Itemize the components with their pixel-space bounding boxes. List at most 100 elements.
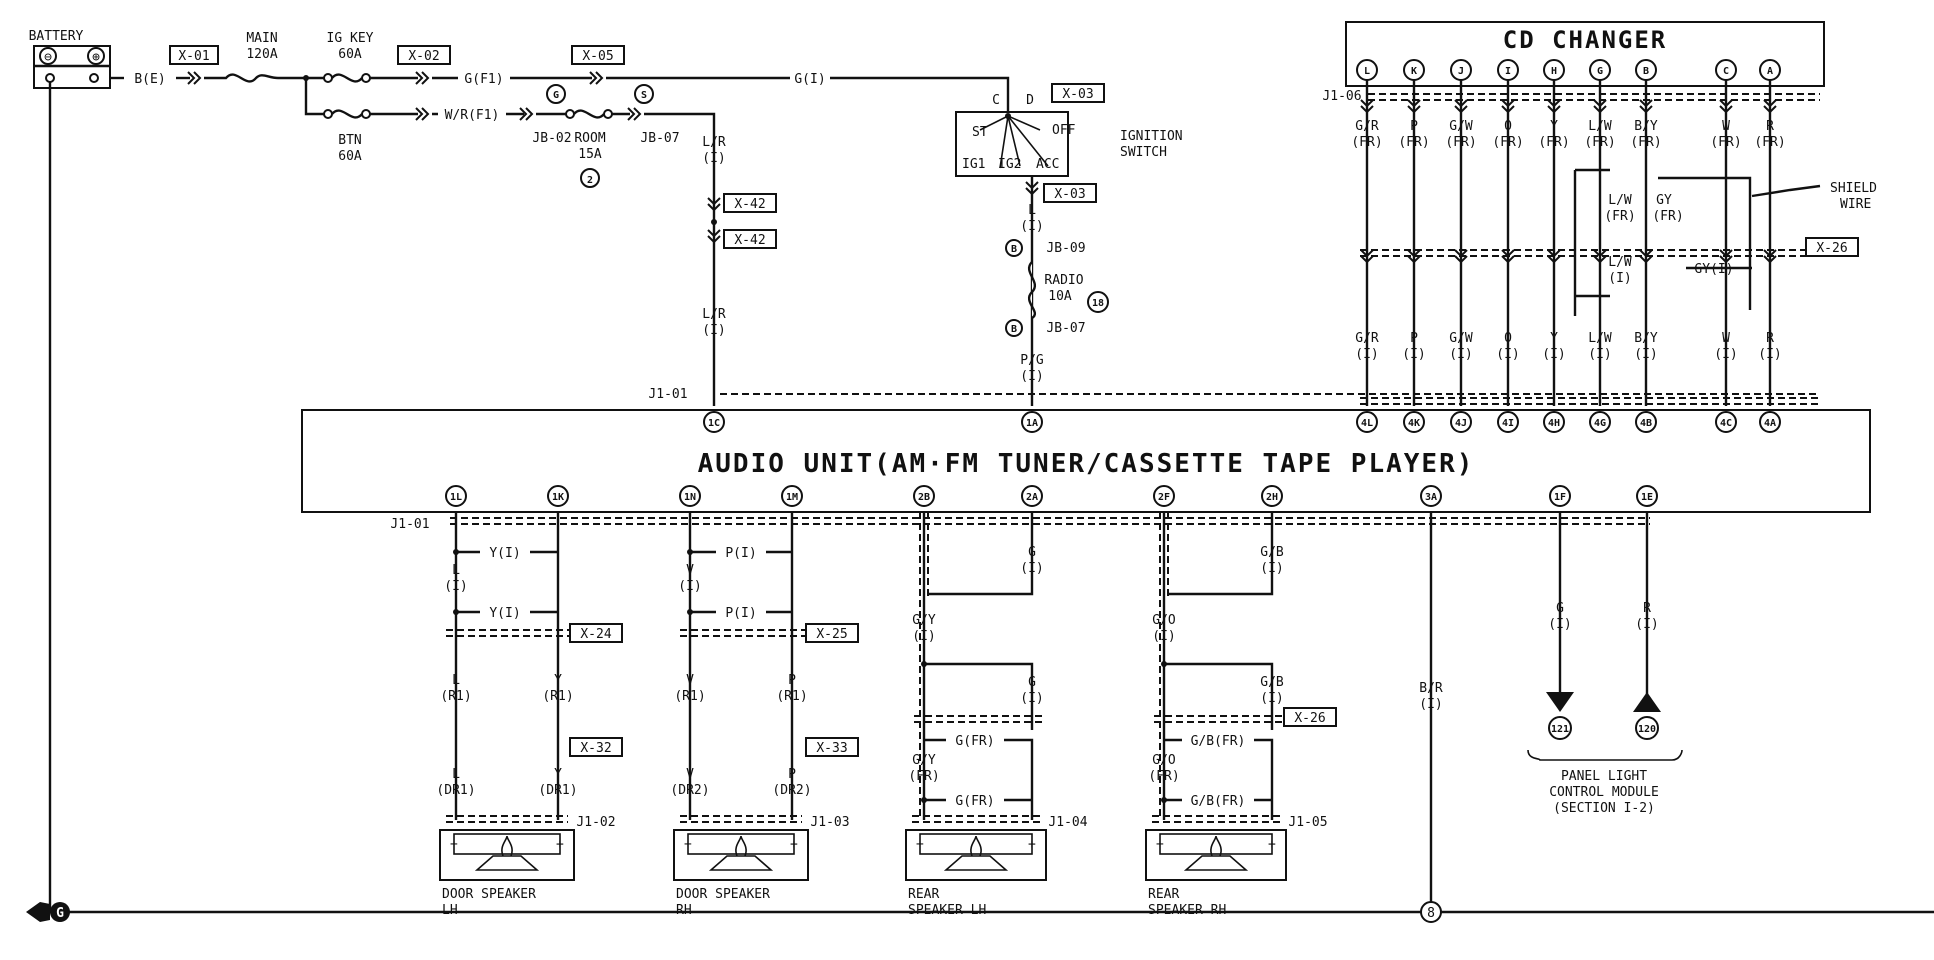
wire-ign-l: L: [1028, 203, 1036, 218]
wire-y-dr1: Y: [554, 767, 562, 782]
wire-gb-i-1: G/B: [1260, 545, 1284, 560]
cd-mid-lw2-loc: (I): [1608, 271, 1631, 286]
audio-pin-4i: 4I: [1502, 418, 1514, 429]
wire-p-dr2-loc: (DR2): [772, 783, 811, 798]
speaker-conn-0: J1-02: [576, 815, 615, 830]
wire-l-dr1: L: [452, 767, 460, 782]
ign-acc: ACC: [1036, 157, 1059, 172]
cd-wire-top-loc-0: (FR): [1351, 135, 1382, 150]
speaker-label-b-1: RH: [676, 903, 692, 918]
speaker-label-a-2: REAR: [908, 887, 939, 902]
audio-pin-1f: 1F: [1554, 492, 1566, 503]
wire-lr-loc: (I): [702, 151, 725, 166]
wire-p-r1-loc: (R1): [776, 689, 807, 704]
wire-l-i: L: [452, 563, 460, 578]
pin-b-jb07: B: [1011, 324, 1017, 335]
pin-b-jb09: B: [1011, 244, 1017, 255]
wire-gy-i: G/Y: [912, 613, 936, 628]
wire-gb-i-2: G/B: [1260, 675, 1284, 690]
wire-go-fr-loc: (FR): [1148, 769, 1179, 784]
wire-g-i-1-loc: (I): [1020, 561, 1043, 576]
wire-y-i-1: Y(I): [489, 546, 520, 561]
cd-wire-bottom-loc-0: (I): [1355, 347, 1378, 362]
ignition-switch: C D ST OFF IG1 IG2 ACC: [955, 92, 1076, 177]
cd-wire-bottom-loc-6: (I): [1634, 347, 1657, 362]
audio-pin-4g: 4G: [1594, 418, 1606, 429]
cd-changer-box: [1345, 21, 1825, 87]
battery: BATTERY ⊖ ⊕: [29, 29, 111, 89]
ground-symbol: G: [26, 902, 70, 922]
audio-pin-2a: 2A: [1026, 492, 1038, 503]
speaker-minus-3: −: [1156, 837, 1164, 852]
cd-wire-top-loc-2: (FR): [1445, 135, 1476, 150]
panel-light-label-3: (SECTION I-2): [1553, 801, 1655, 816]
cd-wire-top-loc-3: (FR): [1492, 135, 1523, 150]
audio-pin-1m: 1M: [786, 492, 798, 503]
cd-wire-top-loc-7: (FR): [1710, 135, 1741, 150]
wire-p-r1: P: [788, 673, 796, 688]
connector-x-05: X-05: [582, 49, 613, 64]
shield-wire-2: WIRE: [1840, 197, 1871, 212]
audio-pin-2f: 2F: [1158, 492, 1170, 503]
cd-wire-top-5: L/W: [1588, 119, 1612, 134]
cd-wire-bottom-loc-3: (I): [1496, 347, 1519, 362]
connector-x-03-b: X-03: [1054, 187, 1085, 202]
cd-mid-lw-loc: (FR): [1604, 209, 1635, 224]
speaker-label-a-3: REAR: [1148, 887, 1179, 902]
wire-go-fr: G/O: [1152, 753, 1176, 768]
speaker-label-b-0: LH: [442, 903, 458, 918]
wire-y-r1-loc: (R1): [542, 689, 573, 704]
speaker-conn-3: J1-05: [1288, 815, 1327, 830]
pin-s-jb07: S: [641, 90, 647, 101]
speaker-plus-2: +: [1028, 837, 1036, 852]
cd-wire-top-2: G/W: [1449, 119, 1473, 134]
jb02-label: JB-02: [532, 131, 571, 146]
speaker-icon: [1183, 855, 1249, 871]
ign-off: OFF: [1052, 123, 1076, 138]
main-fuse-rating: 120A: [246, 47, 277, 62]
ground-label: G: [56, 906, 64, 921]
audio-pin-4h: 4H: [1548, 418, 1560, 429]
cd-wire-top-3: O: [1504, 119, 1512, 134]
pin-120: 120: [1638, 724, 1656, 735]
battery-negative: ⊖: [44, 50, 52, 65]
cd-wire-top-4: Y: [1550, 119, 1558, 134]
cd-pin-i: I: [1505, 66, 1511, 77]
wire-lr: L/R: [702, 135, 726, 150]
wire-battery: B(E): [134, 72, 165, 87]
connector-x-33: X-33: [816, 741, 847, 756]
audio-pin-1a: 1A: [1026, 418, 1038, 429]
j1-06-label: J1-06: [1322, 89, 1361, 104]
btn-fuse-rating: 60A: [338, 149, 362, 164]
cd-changer-title: CD CHANGER: [1503, 26, 1668, 54]
jb09-label: JB-09: [1046, 241, 1085, 256]
speaker-icon: [943, 855, 1009, 871]
connector-x-25: X-25: [816, 627, 847, 642]
wire-wr-f1: W/R(F1): [445, 108, 500, 123]
wire-p-i-2: P(I): [725, 606, 756, 621]
cd-wire-bottom-5: L/W: [1588, 331, 1612, 346]
wire-gb-i-2-loc: (I): [1260, 691, 1283, 706]
connector-x-42-a: X-42: [734, 197, 765, 212]
speaker-minus-2: −: [916, 837, 924, 852]
wire-gb-fr-2: G/B(FR): [1191, 794, 1246, 809]
cd-pin-a: A: [1767, 66, 1773, 77]
cd-mid-gy2: GY(I): [1694, 262, 1733, 277]
cd-wire-bottom-7: W: [1722, 331, 1730, 346]
cd-wire-top-8: R: [1766, 119, 1774, 134]
audio-pin-1k: 1K: [552, 492, 564, 503]
audio-pin-4b: 4B: [1640, 418, 1652, 429]
cd-wire-top-loc-1: (FR): [1398, 135, 1429, 150]
speaker-label-b-2: SPEAKER LH: [908, 903, 986, 918]
wire-v-r1-loc: (R1): [674, 689, 705, 704]
wire-p-dr2: P: [788, 767, 796, 782]
cd-wire-bottom-1: P: [1410, 331, 1418, 346]
speaker-plus-0: +: [556, 837, 564, 852]
j1-01-bottom: J1-01: [390, 517, 429, 532]
speaker-conn-1: J1-03: [810, 815, 849, 830]
cd-mid-lw: L/W: [1608, 193, 1632, 208]
speaker-icon: [474, 855, 540, 871]
wire-g-i: G(I): [794, 72, 825, 87]
cd-wire-bottom-loc-7: (I): [1714, 347, 1737, 362]
wire-br-loc: (I): [1419, 697, 1442, 712]
